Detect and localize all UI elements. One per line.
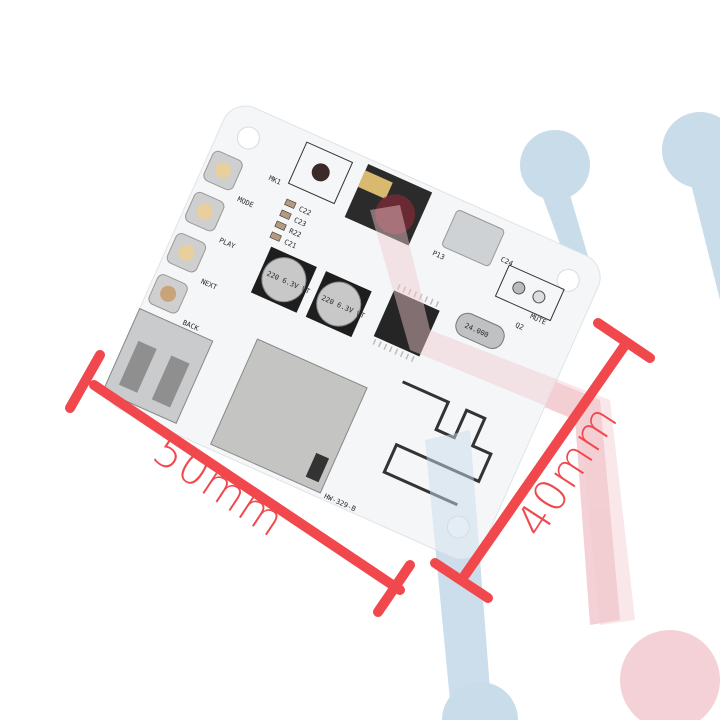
dimension-width (65, 350, 415, 617)
tf-card-slot (210, 338, 368, 494)
silk-q2: Q2 (514, 321, 525, 332)
antenna-trace (382, 380, 493, 507)
dimension-height (430, 318, 655, 603)
usb-a-port (102, 307, 214, 424)
pcb-board: MK1 P13 MODE PLAY NEXT BACK C22 C23 R22 (102, 105, 601, 560)
capacitor-2: 220 6.3V VT (305, 271, 372, 338)
decor-blue-overlay (425, 430, 490, 700)
capacitor-1: 220 6.3V VT (250, 246, 317, 313)
